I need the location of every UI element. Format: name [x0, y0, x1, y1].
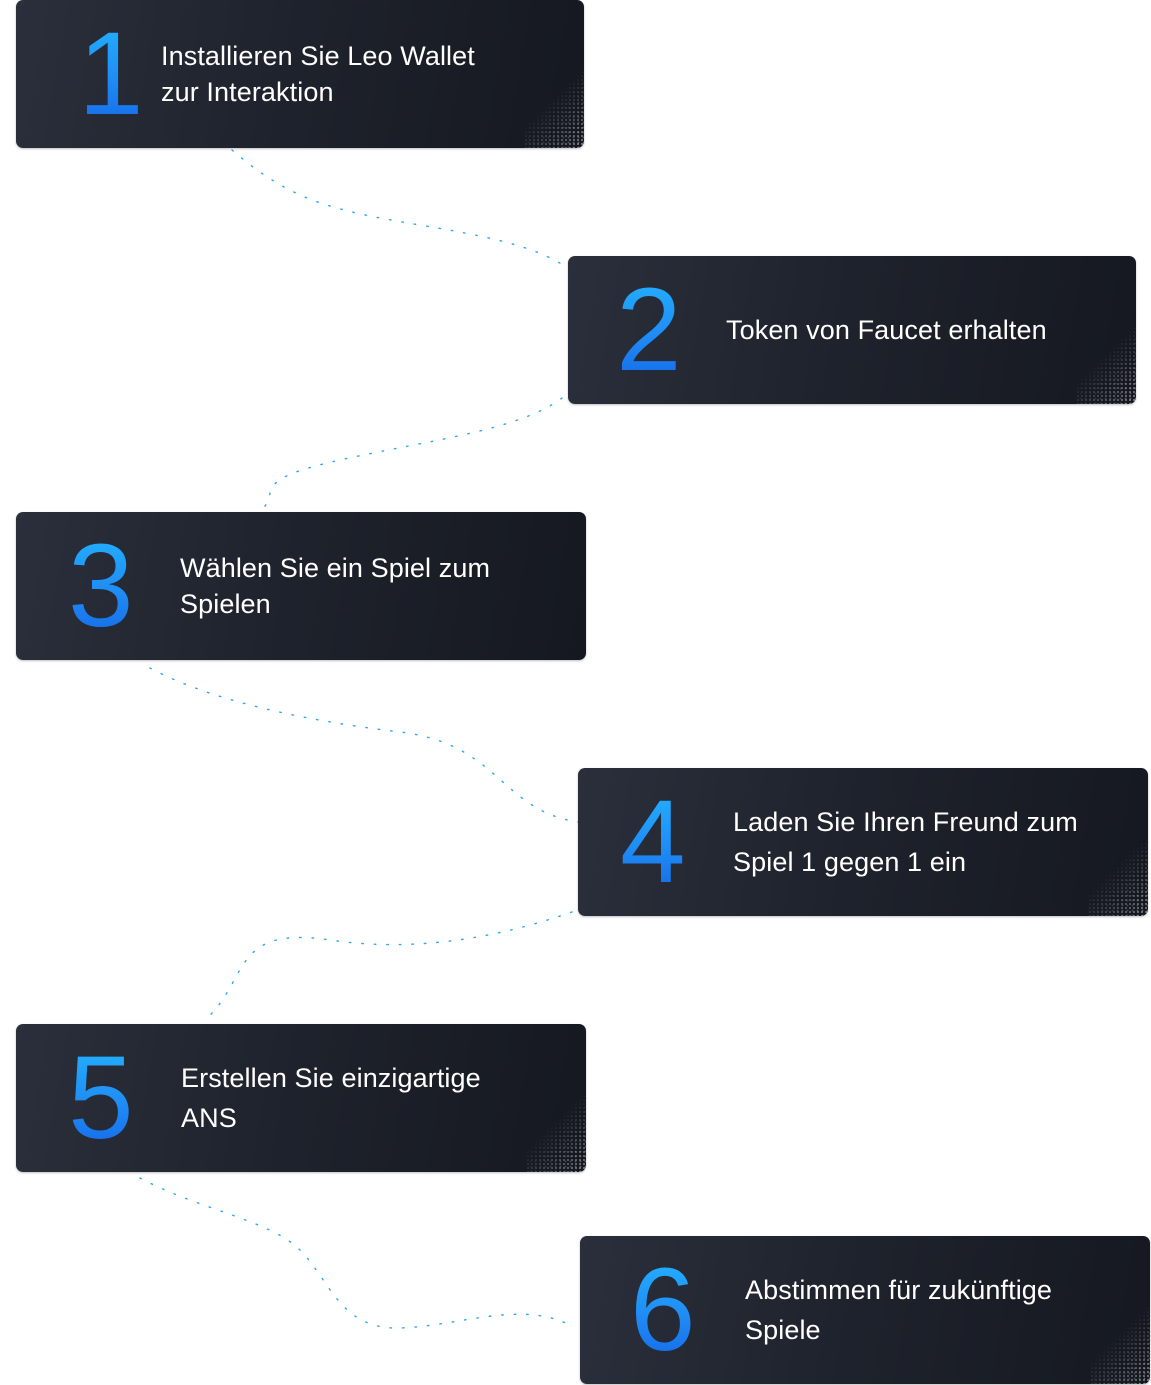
step-label-3: Wählen Sie ein Spiel zum Spielen [180, 550, 490, 622]
step-number-2: 2 [616, 264, 682, 396]
step-label-6-line2: Spiele [745, 1315, 821, 1345]
step-card-1: 1 Installieren Sie Leo Wallet zur Intera… [16, 0, 584, 148]
connector-4-5 [204, 911, 573, 1021]
step-label-5-line1: Erstellen Sie einzigartige [181, 1063, 481, 1093]
step-label-1-line2: zur Interaktion [161, 77, 334, 107]
grain-texture [1088, 826, 1148, 916]
connector-3-4 [149, 667, 579, 823]
connector-2-3 [261, 397, 563, 511]
step-label-3-line2: Spielen [180, 589, 271, 619]
step-number-3: 3 [68, 520, 134, 652]
step-label-5-line2: ANS [181, 1103, 237, 1133]
step-label-6-line1: Abstimmen für zukünftige [745, 1275, 1053, 1305]
step-label-4: Laden Sie Ihren Freund zum Spiel 1 gegen… [733, 802, 1078, 882]
step-label-1: Installieren Sie Leo Wallet zur Interakt… [161, 38, 475, 110]
grain-texture [526, 1082, 586, 1172]
step-label-5: Erstellen Sie einzigartige ANS [181, 1058, 481, 1138]
step-number-1: 1 [78, 8, 144, 140]
step-number-6: 6 [630, 1244, 696, 1376]
step-label-4-line2: Spiel 1 gegen 1 ein [733, 847, 967, 877]
step-card-2: 2 Token von Faucet erhalten [568, 256, 1136, 404]
step-number-5: 5 [68, 1032, 134, 1164]
step-card-5: 5 Erstellen Sie einzigartige ANS [16, 1024, 586, 1172]
grain-texture [524, 58, 584, 148]
connector-5-6 [139, 1177, 571, 1329]
step-label-2-line1: Token von Faucet erhalten [726, 315, 1047, 345]
step-label-3-line1: Wählen Sie ein Spiel zum [180, 553, 491, 583]
step-card-6: 6 Abstimmen für zukünftige Spiele [580, 1236, 1150, 1384]
step-number-4: 4 [620, 776, 686, 908]
step-card-3: 3 Wählen Sie ein Spiel zum Spielen [16, 512, 586, 660]
step-label-6: Abstimmen für zukünftige Spiele [745, 1270, 1052, 1350]
grain-texture [1076, 314, 1136, 404]
connector-1-2 [231, 149, 569, 269]
grain-texture [1090, 1294, 1150, 1384]
step-label-4-line1: Laden Sie Ihren Freund zum [733, 807, 1078, 837]
step-label-1-line1: Installieren Sie Leo Wallet [161, 41, 475, 71]
step-label-2: Token von Faucet erhalten [726, 312, 1047, 348]
step-card-4: 4 Laden Sie Ihren Freund zum Spiel 1 geg… [578, 768, 1148, 916]
